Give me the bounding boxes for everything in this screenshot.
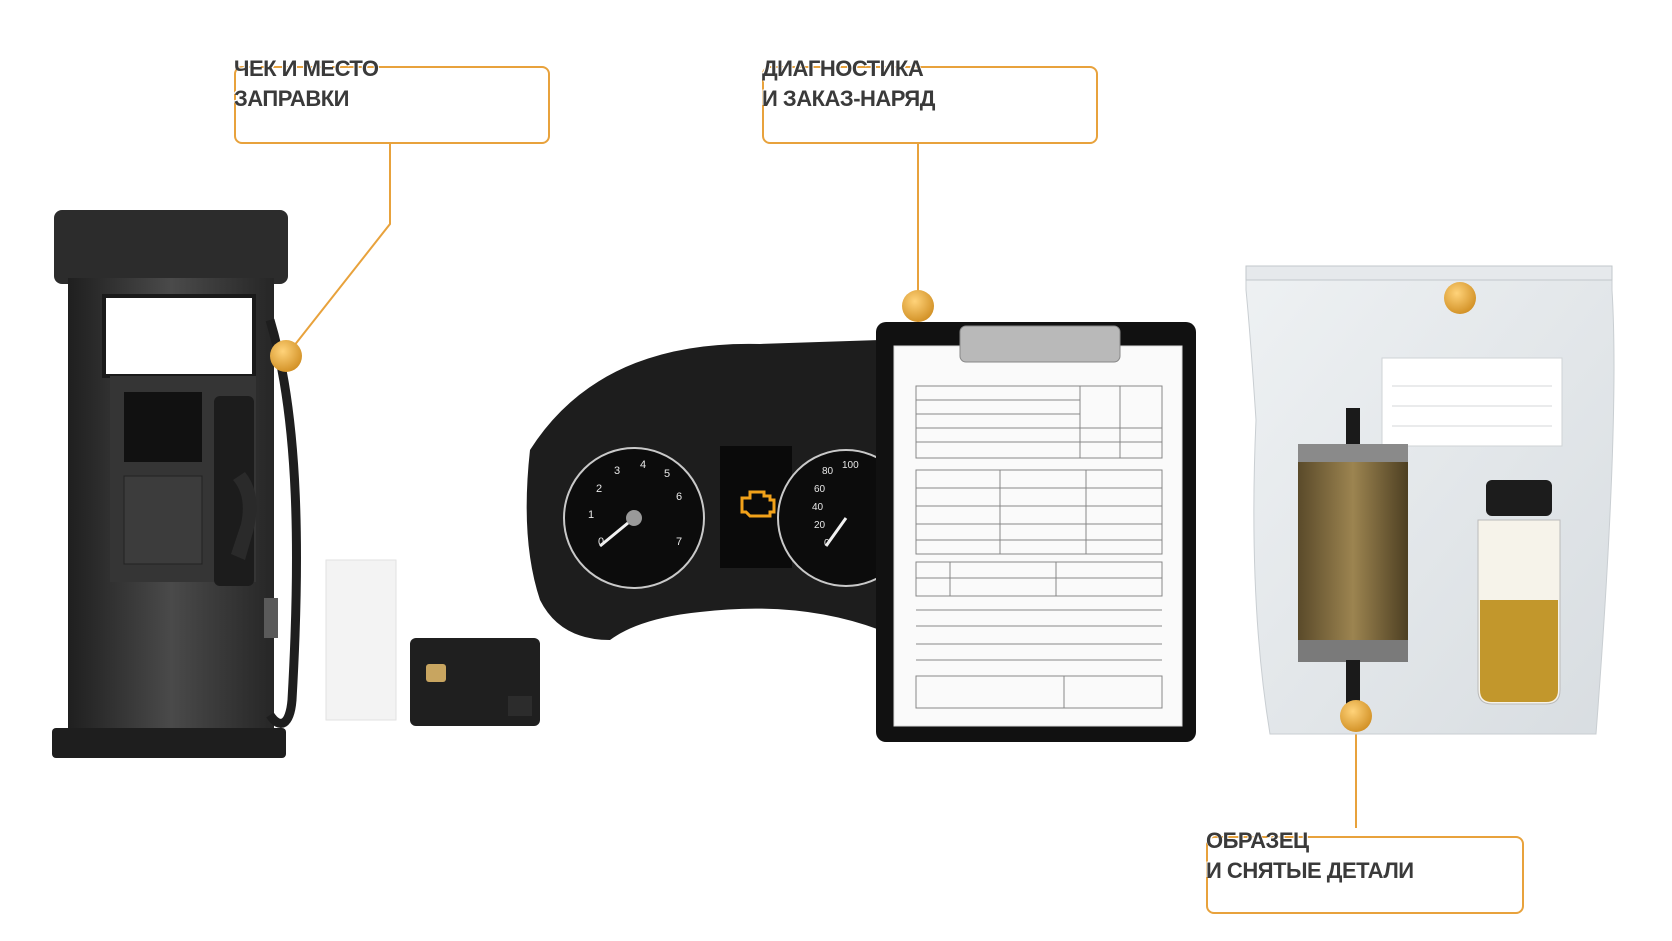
diagnostics-callout-line1: ДИАГНОСТИКА (762, 56, 924, 81)
speed-tick-5: 100 (842, 460, 859, 471)
receipt-icon (325, 559, 397, 721)
tach-tick-6: 6 (676, 491, 682, 503)
sample-callout-line2: И СНЯТЫЕ ДЕТАЛИ (1206, 858, 1414, 883)
tach-tick-0: 0 (598, 536, 604, 548)
check-engine-icon (740, 490, 776, 518)
fuel-callout-line1: ЧЕК И МЕСТО (234, 56, 379, 81)
diagnostics-callout-box (762, 66, 1098, 144)
clipboard-icon (876, 322, 1196, 742)
fuel-connector (285, 144, 391, 357)
speed-tick-1: 20 (814, 520, 826, 531)
tach-tick-2: 2 (596, 483, 602, 495)
diagnostics-callout-label: ДИАГНОСТИКА И ЗАКАЗ-НАРЯД (762, 54, 935, 114)
fuel-callout-line2: ЗАПРАВКИ (234, 86, 349, 111)
callout-dots (270, 282, 1476, 732)
fuel-dot (270, 340, 302, 372)
sample-top-dot (1444, 282, 1476, 314)
sample-bottom-dot (1340, 700, 1372, 732)
oil-filter-icon (1298, 408, 1408, 710)
fuel-callout-box (234, 66, 550, 144)
tach-tick-1: 1 (588, 509, 594, 521)
tach-tick-4: 4 (640, 459, 646, 471)
tach-tick-5: 5 (664, 468, 670, 480)
oil-sample-vial-icon (1477, 480, 1561, 705)
instrument-cluster-icon (526, 340, 915, 640)
sample-callout-box (1206, 836, 1524, 914)
diagnostics-dot (902, 290, 934, 322)
callout-connectors (285, 144, 1357, 828)
speedometer-ticks: 0 20 40 60 80 100 (812, 460, 859, 549)
speed-tick-2: 40 (812, 502, 824, 513)
fuel-pump-icon (52, 210, 302, 758)
sample-callout-line1: ОБРАЗЕЦ (1206, 828, 1309, 853)
speed-tick-0: 0 (824, 538, 830, 549)
tach-tick-3: 3 (614, 465, 620, 477)
tachometer-ticks: 0 1 2 3 4 5 6 7 (588, 459, 682, 548)
fuel-callout-label: ЧЕК И МЕСТО ЗАПРАВКИ (234, 54, 379, 114)
tach-tick-7: 7 (676, 536, 682, 548)
speed-tick-3: 60 (814, 484, 826, 495)
bank-card-icon (410, 638, 540, 726)
speed-tick-4: 80 (822, 466, 834, 477)
sample-callout-label: ОБРАЗЕЦ И СНЯТЫЕ ДЕТАЛИ (1206, 826, 1414, 886)
diagnostics-callout-line2: И ЗАКАЗ-НАРЯД (762, 86, 935, 111)
